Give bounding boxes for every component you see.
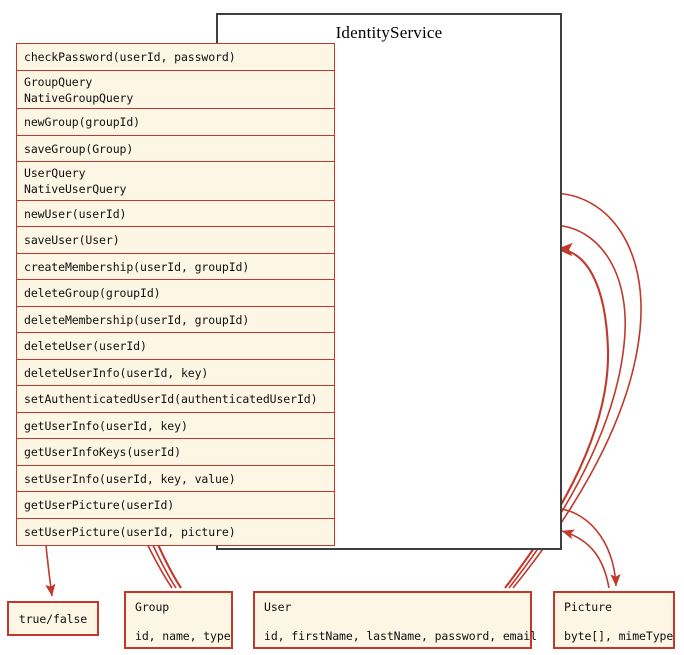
method-row-createmembership[interactable]: createMembership(userId, groupId) [16,252,335,281]
method-label-line1: GroupQuery [24,74,93,89]
method-row-deletegroup[interactable]: deleteGroup(groupId) [16,279,335,307]
method-row-newuser[interactable]: newUser(userId) [16,199,335,228]
method-list: checkPassword(userId, password) GroupQue… [16,43,335,546]
page-title: IdentityService [335,23,443,42]
method-row-deletemembership[interactable]: deleteMembership(userId, groupId) [16,305,335,334]
method-label: saveUser(User) [24,233,120,247]
method-row-setauthenticateduserid[interactable]: setAuthenticatedUserId(authenticatedUser… [16,385,335,413]
method-row-deleteuser[interactable]: deleteUser(userId) [16,332,335,360]
method-row-checkpassword[interactable]: checkPassword(userId, password) [16,43,335,71]
entity-box-group[interactable]: Group id, name, type [124,591,233,649]
method-row-userquery[interactable]: UserQuery NativeUserQuery [16,161,335,201]
method-label: saveGroup(Group) [24,141,134,156]
entity-fields: byte[], mimeType [564,629,674,643]
method-label: deleteGroup(groupId) [24,286,161,300]
entity-fields: id, name, type [135,629,231,643]
method-label: deleteMembership(userId, groupId) [24,312,250,327]
entity-name: User [264,600,292,614]
edge-picture-to-setuserpicture [561,529,610,589]
entity-name: Picture [564,600,612,614]
method-row-setuserinfo[interactable]: setUserInfo(userId, key, value) [16,464,335,493]
method-label: deleteUser(userId) [24,339,147,353]
entity-box-user[interactable]: User id, firstName, lastName, password, … [253,591,537,649]
method-label: checkPassword(userId, password) [24,50,236,64]
method-label-line2: NativeGroupQuery [24,90,134,105]
method-row-groupquery[interactable]: GroupQuery NativeGroupQuery [16,69,335,110]
method-label: setUserInfo(userId, key, value) [24,471,236,486]
method-row-savegroup[interactable]: saveGroup(Group) [16,134,335,163]
method-label: getUserInfoKeys(userId) [24,445,181,459]
method-label-line1: UserQuery [24,166,86,180]
entity-box-truefalse[interactable]: true/false [7,601,99,636]
method-label: setAuthenticatedUserId(authenticatedUser… [24,392,318,406]
method-row-saveuser[interactable]: saveUser(User) [16,226,335,254]
method-label: newUser(userId) [24,206,127,221]
method-row-newgroup[interactable]: newGroup(groupId) [16,108,335,136]
entity-fields: id, firstName, lastName, password, email [264,629,537,643]
method-row-getuserinfo[interactable]: getUserInfo(userId, key) [16,411,335,440]
method-row-getuserpicture[interactable]: getUserPicture(userId) [16,491,335,519]
method-row-deleteuserinfo[interactable]: deleteUserInfo(userId, key) [16,358,335,387]
entity-box-picture[interactable]: Picture byte[], mimeType [553,591,675,649]
method-label: getUserPicture(userId) [24,498,175,512]
method-label: setUserPicture(userId, picture) [24,524,236,539]
method-row-getuserinfokeys[interactable]: getUserInfoKeys(userId) [16,438,335,466]
method-label: getUserInfo(userId, key) [24,418,188,433]
method-row-setuserpicture[interactable]: setUserPicture(userId, picture) [16,517,335,546]
method-label: newGroup(groupId) [24,115,141,129]
method-label: deleteUserInfo(userId, key) [24,365,209,380]
entity-label: true/false [18,611,88,626]
entity-name: Group [135,600,170,614]
method-label: createMembership(userId, groupId) [24,259,250,274]
method-label-line2: NativeUserQuery [24,182,127,196]
